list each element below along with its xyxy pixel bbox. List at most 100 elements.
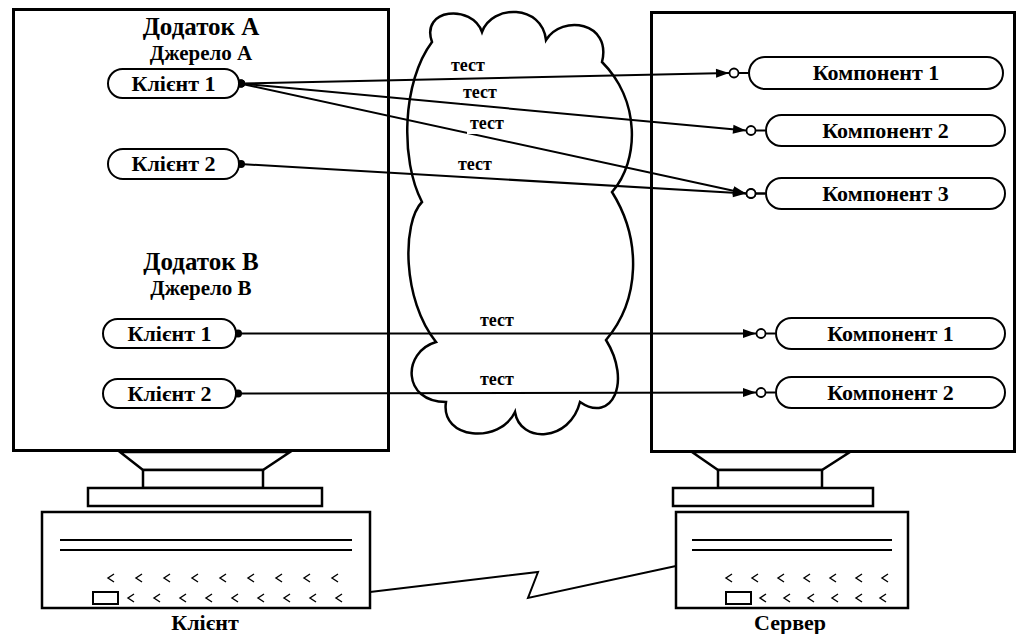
port-circle bbox=[757, 329, 766, 338]
client-box: Клієнт 1 bbox=[107, 68, 240, 99]
arrow-head bbox=[716, 69, 729, 78]
vent-chevron bbox=[220, 574, 226, 582]
client-box: Клієнт 2 bbox=[107, 148, 240, 180]
vent-chevron bbox=[310, 594, 316, 602]
vent-chevron bbox=[808, 594, 814, 602]
panel-line bbox=[692, 549, 892, 551]
network-link bbox=[370, 566, 676, 598]
client-box: Клієнт 2 bbox=[102, 378, 237, 409]
box-label: Клієнт 2 bbox=[128, 381, 212, 407]
port-circle bbox=[747, 189, 756, 198]
edge-label: тест bbox=[467, 114, 507, 134]
monitor-stand bbox=[692, 452, 850, 470]
vent-chevron bbox=[880, 594, 886, 602]
connector-line bbox=[237, 333, 756, 335]
vent-chevron bbox=[784, 594, 790, 602]
panel-line bbox=[60, 539, 352, 541]
port-stub bbox=[739, 72, 749, 74]
vent-chevron bbox=[856, 574, 862, 582]
component-box: Компонент 3 bbox=[765, 177, 1006, 210]
vent-marks bbox=[108, 574, 342, 602]
port-circle bbox=[747, 189, 756, 198]
port-stub bbox=[756, 193, 766, 195]
application-title: Додаток В bbox=[15, 248, 387, 276]
component-box: Компонент 1 bbox=[775, 317, 1006, 350]
drive-slot bbox=[93, 592, 118, 604]
vent-chevron bbox=[232, 594, 238, 602]
connector-line bbox=[237, 393, 756, 394]
server-screen bbox=[652, 13, 1015, 452]
vent-chevron bbox=[108, 574, 114, 582]
edge-label: тест bbox=[477, 311, 517, 331]
computer-label: Клієнт bbox=[105, 611, 305, 634]
drive-slot bbox=[726, 592, 751, 604]
vent-marks bbox=[726, 574, 888, 602]
edge-label: тест bbox=[455, 155, 495, 175]
vent-chevron bbox=[154, 594, 160, 602]
vent-chevron bbox=[276, 574, 282, 582]
monitor-base bbox=[673, 488, 873, 506]
vent-chevron bbox=[856, 594, 862, 602]
component-box: Компонент 1 bbox=[748, 56, 1004, 90]
edge-label: тест bbox=[460, 83, 500, 103]
source-title: Джерело А bbox=[15, 42, 387, 65]
vent-chevron bbox=[304, 574, 310, 582]
monitor-neck bbox=[718, 470, 822, 488]
application-title: Додаток А bbox=[15, 13, 387, 41]
computer-unit bbox=[676, 512, 908, 608]
source-title: Джерело В bbox=[15, 277, 387, 300]
edge-label: тест bbox=[448, 56, 488, 76]
component-box: Компонент 2 bbox=[765, 114, 1006, 147]
connector-line bbox=[240, 84, 746, 194]
computer-label: Сервер bbox=[690, 611, 890, 634]
box-label: Компонент 3 bbox=[822, 181, 949, 207]
monitor-neck bbox=[143, 470, 263, 488]
box-label: Компонент 2 bbox=[827, 380, 954, 406]
client-box: Клієнт 1 bbox=[102, 318, 237, 349]
port-stub bbox=[766, 392, 776, 394]
vent-chevron bbox=[778, 574, 784, 582]
vent-chevron bbox=[180, 594, 186, 602]
arrow-head bbox=[743, 388, 756, 397]
panel-line bbox=[60, 549, 352, 551]
arrow-head bbox=[733, 125, 746, 134]
box-label: Компонент 1 bbox=[813, 60, 940, 86]
vent-chevron bbox=[882, 574, 888, 582]
test-connector bbox=[237, 160, 765, 198]
vent-chevron bbox=[284, 594, 290, 602]
box-label: Клієнт 2 bbox=[132, 151, 216, 177]
client-screen: Додаток АДжерело А Додаток ВДжерело В Кліє… bbox=[12, 8, 390, 452]
test-connector bbox=[237, 80, 765, 199]
port-circle bbox=[747, 126, 756, 135]
panel-line bbox=[692, 539, 892, 541]
computer-unit bbox=[42, 512, 370, 608]
vent-chevron bbox=[760, 594, 766, 602]
monitor-base bbox=[88, 488, 322, 506]
test-connector bbox=[237, 80, 765, 136]
box-label: Компонент 2 bbox=[822, 118, 949, 144]
vent-chevron bbox=[336, 594, 342, 602]
vent-chevron bbox=[752, 574, 758, 582]
vent-chevron bbox=[206, 594, 212, 602]
vent-chevron bbox=[164, 574, 170, 582]
box-label: Компонент 1 bbox=[827, 321, 954, 347]
monitor-stand bbox=[120, 452, 290, 470]
arrow-head bbox=[743, 329, 756, 338]
port-stub bbox=[756, 193, 766, 195]
vent-chevron bbox=[128, 594, 134, 602]
vent-chevron bbox=[258, 594, 264, 602]
component-box: Компонент 2 bbox=[775, 376, 1006, 409]
edge-label: тест bbox=[477, 370, 517, 390]
port-stub bbox=[756, 130, 766, 132]
arrow-head bbox=[733, 188, 746, 197]
port-stub bbox=[766, 333, 776, 335]
port-circle bbox=[757, 388, 766, 397]
vent-chevron bbox=[136, 574, 142, 582]
port-circle bbox=[730, 69, 739, 78]
vent-chevron bbox=[830, 574, 836, 582]
box-label: Клієнт 1 bbox=[132, 71, 216, 97]
vent-chevron bbox=[248, 574, 254, 582]
box-label: Клієнт 1 bbox=[128, 321, 212, 347]
vent-chevron bbox=[332, 574, 338, 582]
